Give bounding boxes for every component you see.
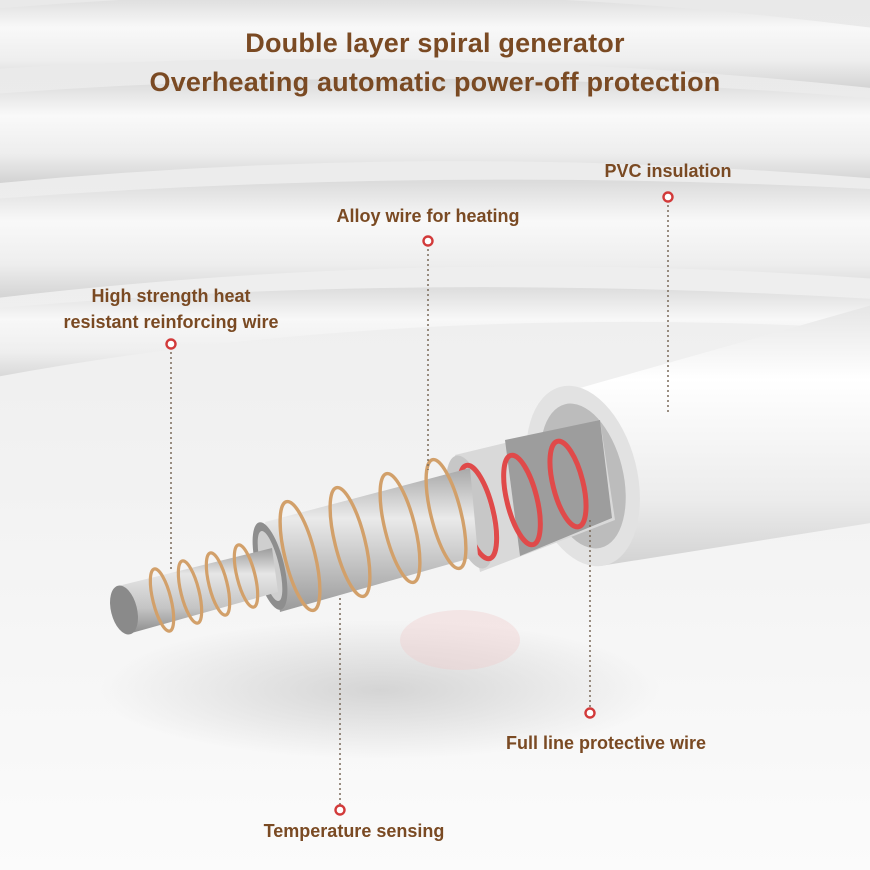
callout-leaders (170, 200, 669, 805)
label-reinforcing-line-2: resistant reinforcing wire (63, 312, 279, 332)
title-line-1: Double layer spiral generator (245, 28, 625, 58)
marker-protective (584, 707, 596, 719)
marker-pvc (662, 191, 674, 203)
label-temperature-sensing: Temperature sensing (263, 821, 445, 841)
background-cables (0, 0, 870, 377)
label-reinforcing-wire: High strength heat resistant reinforcing… (40, 283, 302, 335)
inner-copper-coil (148, 543, 260, 633)
floor-reflection (100, 610, 660, 760)
marker-temperature (334, 804, 346, 816)
callout-markers (165, 191, 674, 816)
label-pvc-insulation: PVC insulation (604, 161, 732, 181)
label-protective-wire: Full line protective wire (505, 733, 707, 753)
outer-copper-coil (278, 457, 468, 613)
label-reinforcing-line-1: High strength heat (91, 286, 251, 306)
title-line-2: Overheating automatic power-off protecti… (149, 67, 721, 97)
marker-reinforcing (165, 338, 177, 350)
marker-alloy (422, 235, 434, 247)
label-alloy-wire: Alloy wire for heating (336, 206, 520, 226)
